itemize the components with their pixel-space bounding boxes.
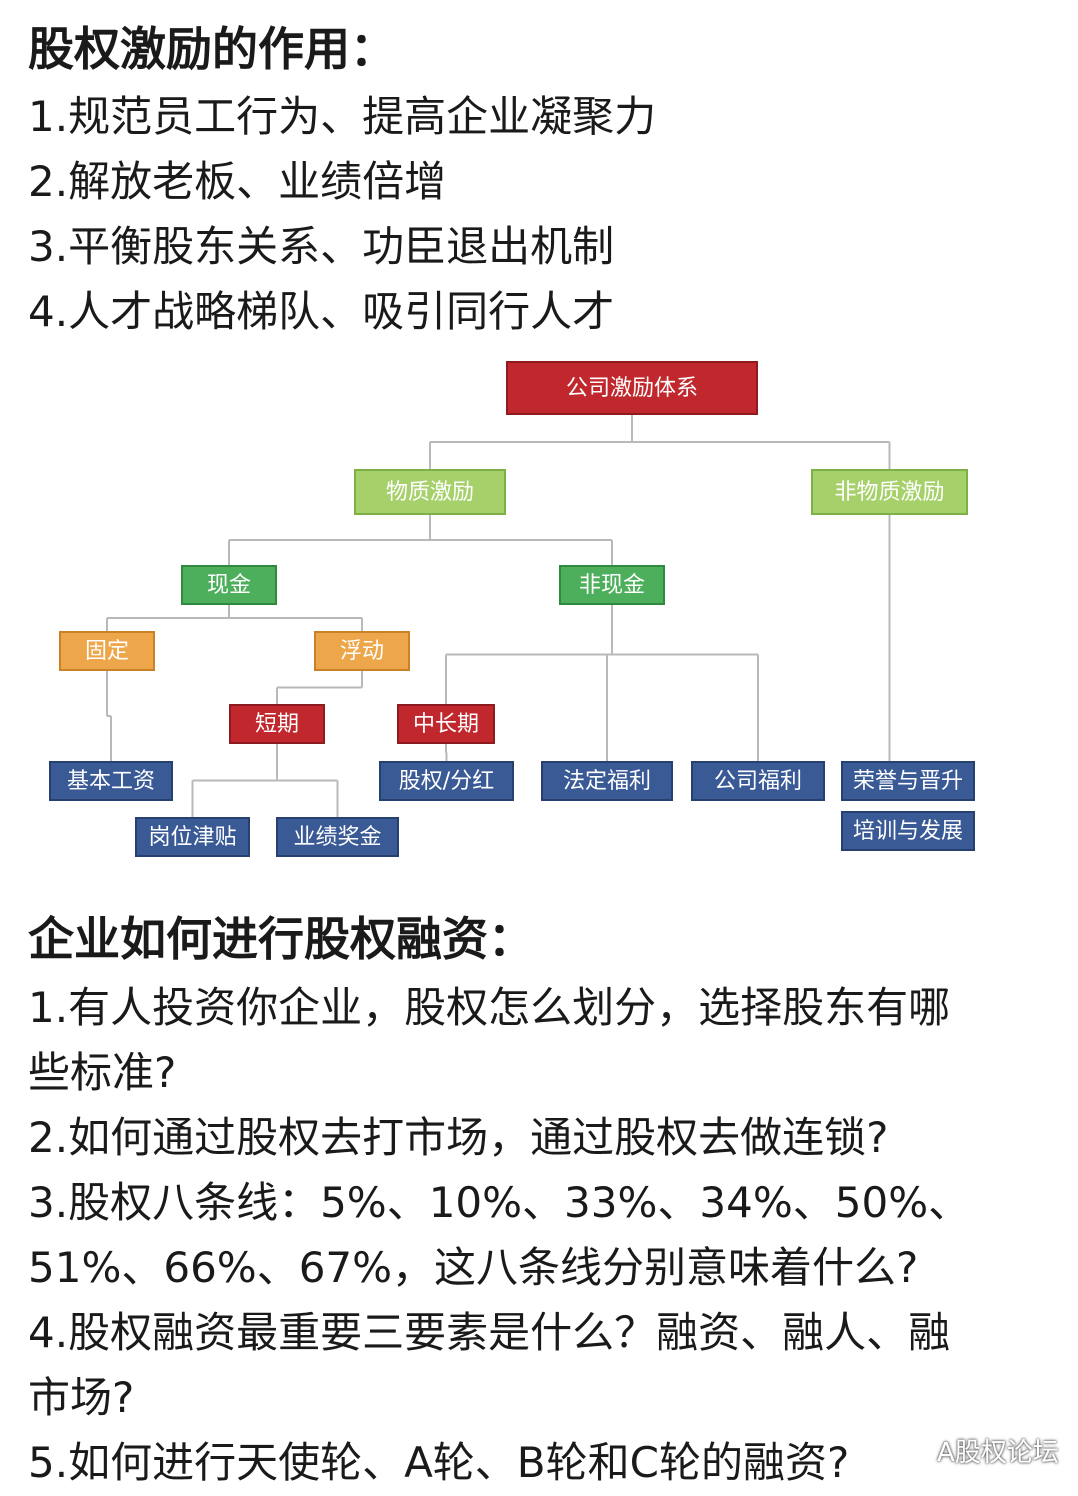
node-label: 荣誉与晋升 bbox=[853, 769, 963, 794]
node-salary: 基本工资 bbox=[49, 761, 173, 801]
section2-line: 51%、66%、67%，这八条线分别意味着什么? bbox=[28, 1243, 919, 1292]
node-label: 培训与发展 bbox=[853, 819, 963, 844]
node-box bbox=[314, 631, 410, 671]
watermark: A股权论坛 bbox=[895, 1430, 1059, 1470]
node-box bbox=[379, 761, 514, 801]
node-label: 公司激励体系 bbox=[566, 376, 698, 401]
section1-item: 3.平衡股东关系、功臣退出机制 bbox=[28, 222, 615, 271]
node-label: 公司福利 bbox=[714, 769, 802, 794]
node-box bbox=[276, 817, 399, 857]
node-label: 非物质激励 bbox=[834, 480, 944, 505]
section2-line: 2.如何通过股权去打市场，通过股权去做连锁? bbox=[28, 1113, 889, 1162]
section1-item: 2.解放老板、业绩倍增 bbox=[28, 157, 447, 206]
node-cash: 现金 bbox=[181, 565, 277, 605]
diagram-edges bbox=[106, 414, 891, 818]
node-bonus: 业绩奖金 bbox=[276, 817, 399, 857]
node-label: 法定福利 bbox=[563, 769, 651, 794]
node-label: 固定 bbox=[85, 639, 129, 664]
node-label: 岗位津贴 bbox=[148, 825, 236, 850]
node-box bbox=[49, 761, 173, 801]
node-box bbox=[59, 631, 155, 671]
node-short: 短期 bbox=[229, 704, 325, 744]
section2-line: 4.股权融资最重要三要素是什么？融资、融人、融 bbox=[28, 1308, 951, 1357]
node-allowance: 岗位津贴 bbox=[135, 817, 250, 857]
node-midlong: 中长期 bbox=[397, 704, 495, 744]
node-label: 中长期 bbox=[413, 712, 479, 737]
section2-line: 些标准? bbox=[28, 1048, 177, 1097]
node-root: 公司激励体系 bbox=[506, 361, 758, 415]
node-label: 非现金 bbox=[579, 573, 645, 598]
node-label: 物质激励 bbox=[386, 480, 474, 505]
node-box bbox=[229, 704, 325, 744]
node-box bbox=[811, 469, 968, 515]
section2-heading: 企业如何进行股权融资： bbox=[28, 912, 534, 966]
node-label: 股权/分红 bbox=[399, 769, 494, 794]
watermark-text: A股权论坛 bbox=[937, 1437, 1059, 1468]
node-company: 公司福利 bbox=[691, 761, 825, 801]
node-legal: 法定福利 bbox=[541, 761, 673, 801]
section1-item: 1.规范员工行为、提高企业凝聚力 bbox=[28, 92, 657, 141]
node-box bbox=[841, 761, 975, 801]
node-box bbox=[181, 565, 277, 605]
node-fixed: 固定 bbox=[59, 631, 155, 671]
section2-line: 3.股权八条线：5%、10%、33%、34%、50%、 bbox=[28, 1178, 971, 1227]
section2-line: 市场? bbox=[28, 1373, 135, 1422]
section1-heading: 股权激励的作用： bbox=[28, 22, 396, 76]
node-box bbox=[135, 817, 250, 857]
node-honor: 荣誉与晋升 bbox=[841, 761, 975, 801]
node-material: 物质激励 bbox=[354, 469, 506, 515]
node-training: 培训与发展 bbox=[841, 811, 975, 851]
node-box bbox=[397, 704, 495, 744]
wechat-icon bbox=[896, 1437, 927, 1462]
node-box bbox=[559, 565, 665, 605]
node-noncash: 非现金 bbox=[559, 565, 665, 605]
section2-line: 1.有人投资你企业，股权怎么划分，选择股东有哪 bbox=[28, 983, 951, 1032]
node-nonmaterial: 非物质激励 bbox=[811, 469, 968, 515]
node-floating: 浮动 bbox=[314, 631, 410, 671]
section2-line: 5.如何进行天使轮、A轮、B轮和C轮的融资? bbox=[28, 1438, 850, 1487]
node-label: 浮动 bbox=[340, 639, 384, 664]
node-label: 现金 bbox=[207, 573, 251, 598]
node-label: 短期 bbox=[255, 712, 299, 737]
node-box bbox=[354, 469, 506, 515]
node-equity: 股权/分红 bbox=[379, 761, 514, 801]
node-box bbox=[841, 811, 975, 851]
section1-item: 4.人才战略梯队、吸引同行人才 bbox=[28, 287, 615, 336]
node-label: 业绩奖金 bbox=[293, 825, 381, 850]
node-box bbox=[691, 761, 825, 801]
node-box bbox=[541, 761, 673, 801]
node-label: 基本工资 bbox=[67, 769, 155, 794]
node-box bbox=[506, 361, 758, 415]
